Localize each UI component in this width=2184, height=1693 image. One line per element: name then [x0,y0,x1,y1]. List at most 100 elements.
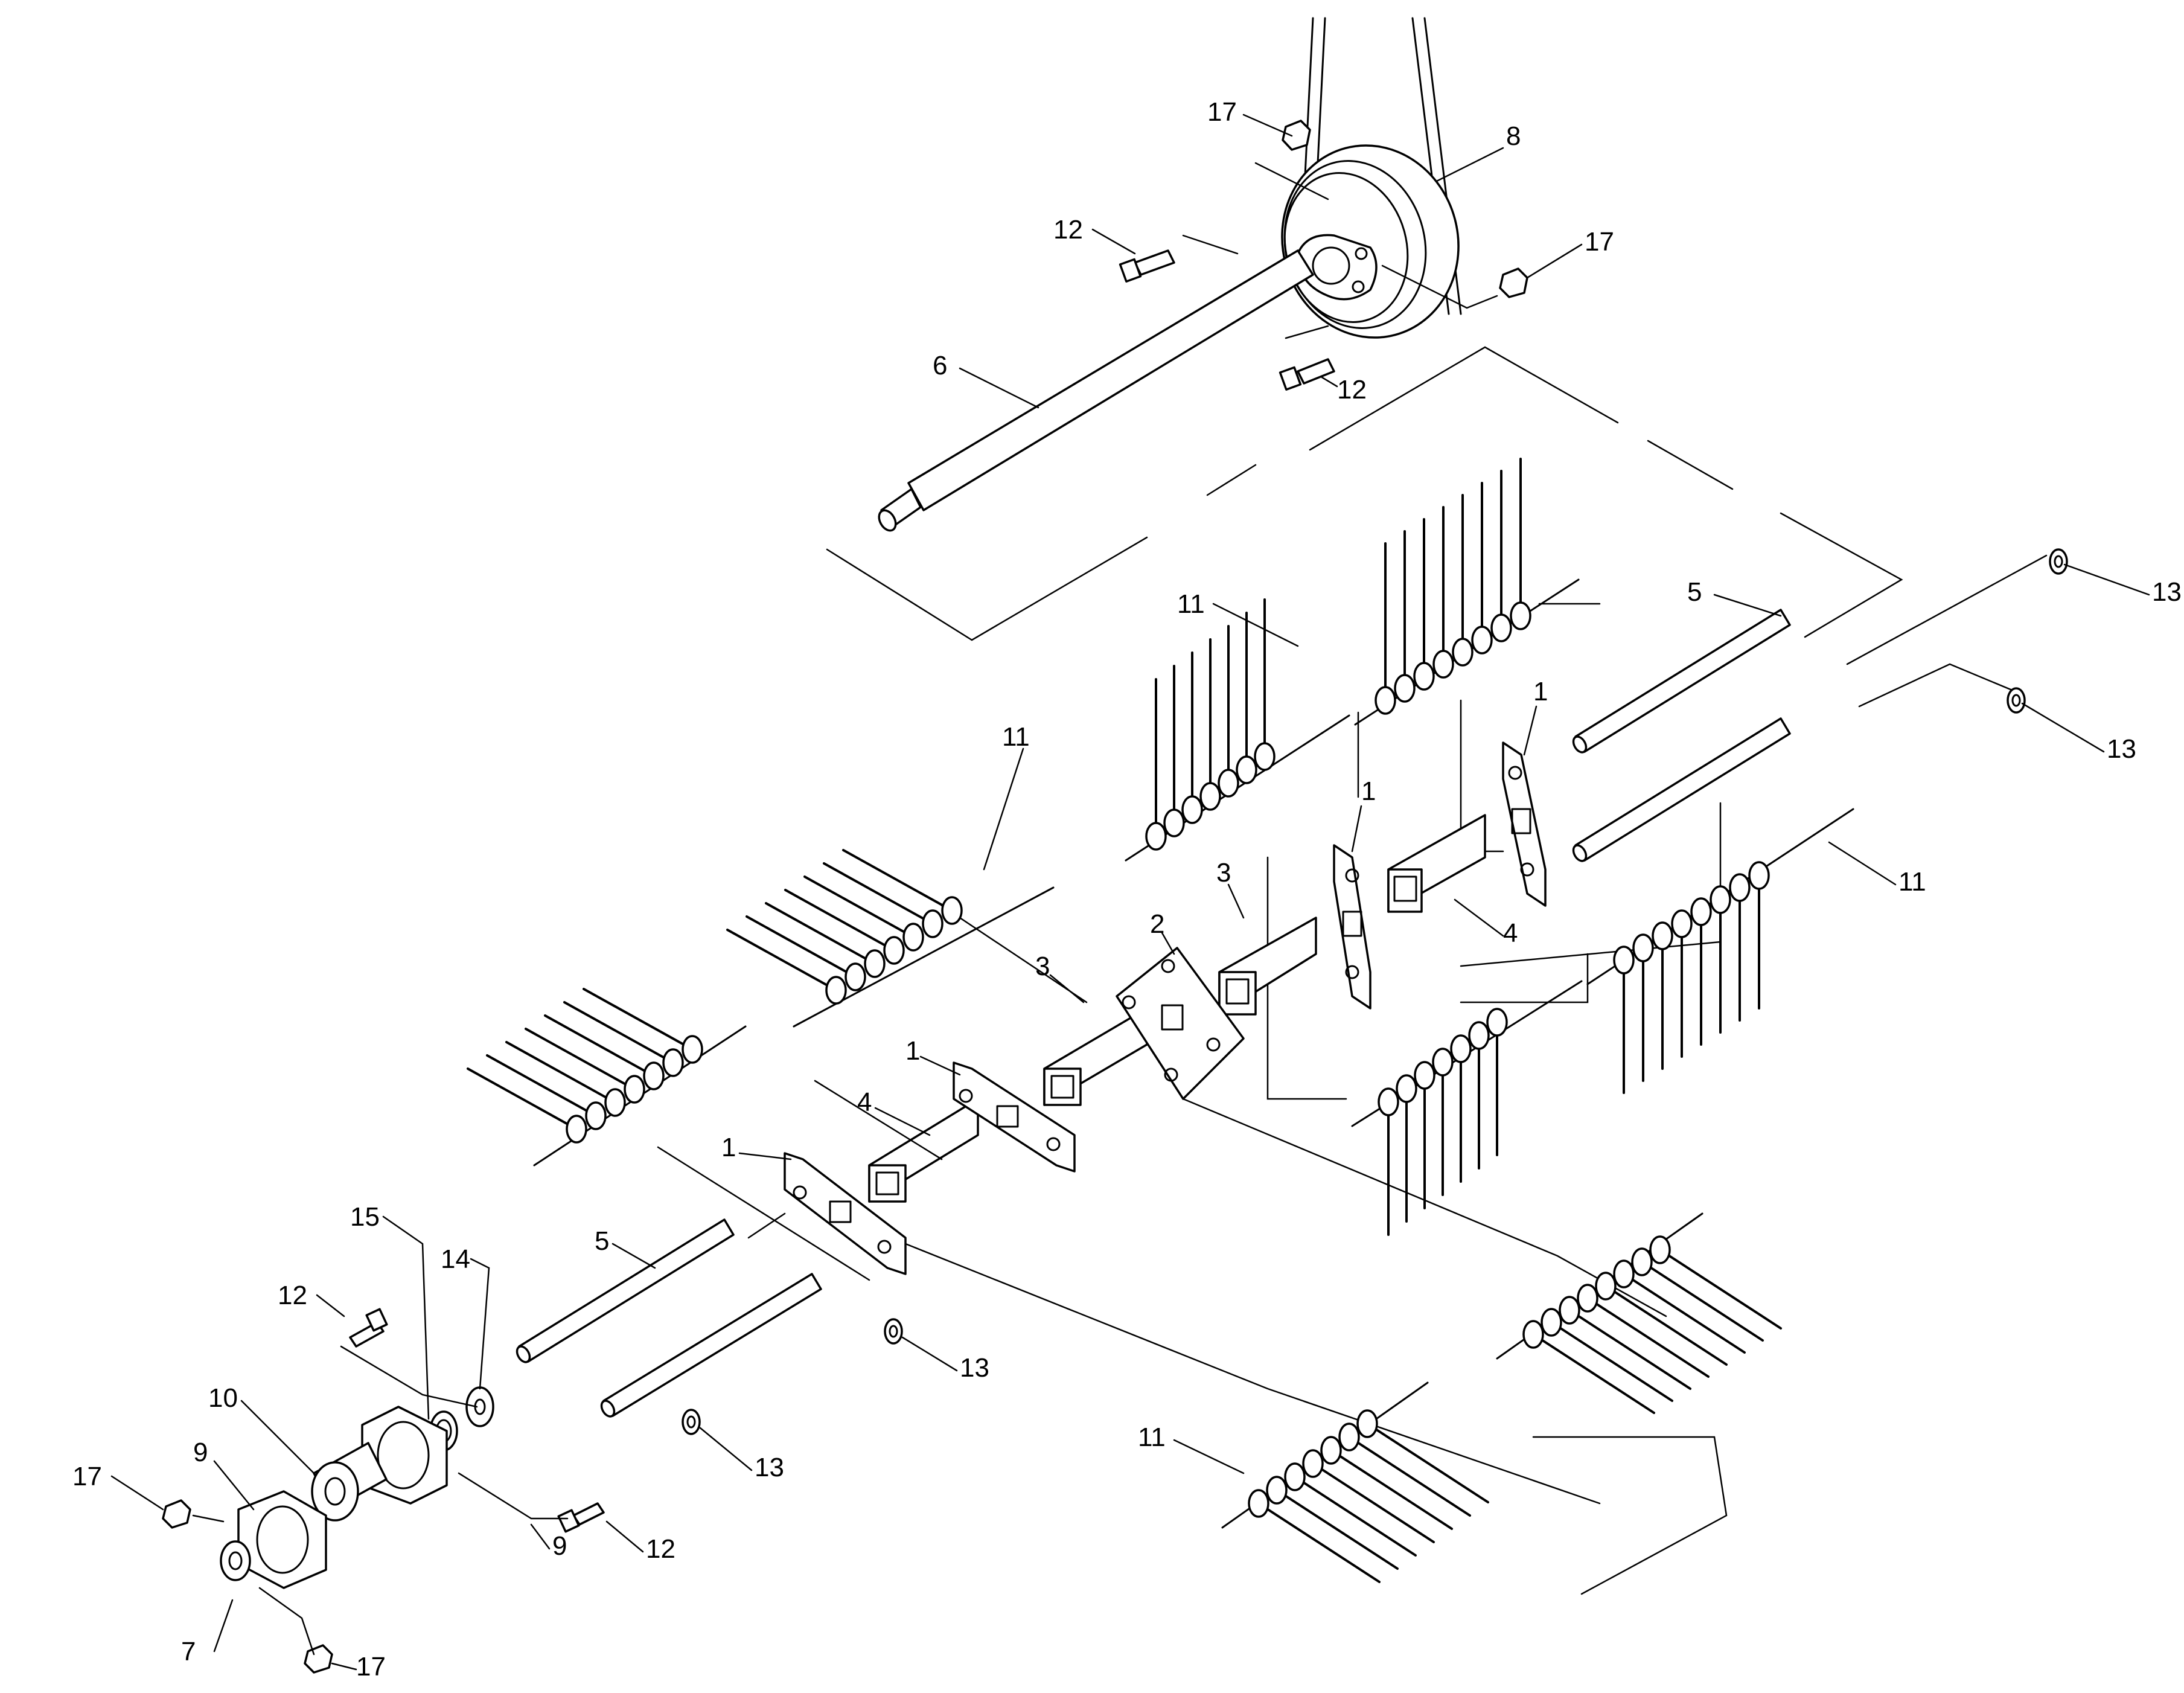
callout-number: 3 [1035,952,1050,981]
pulley-guide-line [1381,264,1498,309]
tine-coil [1471,626,1493,654]
tine-coil [1490,613,1512,642]
callout-number: 17 [356,1652,386,1682]
rod-left-upper [516,1218,735,1363]
callout-number: 2 [1150,909,1164,939]
mounting-plate-right [1502,741,1547,907]
axle-guide-line [747,1212,786,1239]
tine [467,1067,578,1130]
tine-bar-upper-left-a [467,988,747,1167]
callout-c1: 17 [1207,97,1293,137]
callout-leader [470,1258,490,1390]
callout-leader [1242,114,1293,137]
axle-guide-line [1532,1436,1728,1595]
callout-leader [382,1215,430,1420]
tine-coil [1613,946,1635,975]
square-tube-right [1387,814,1486,913]
callout-leader [983,747,1024,871]
callout-c27: 10 [208,1383,315,1474]
tine [1294,1476,1417,1557]
bearing-bolt-upper [349,1308,388,1348]
tine [486,1054,597,1117]
tine-coil [845,962,866,991]
washer-left-upper [884,1318,903,1345]
callout-number: 11 [1138,1423,1166,1452]
washer-left-lower [682,1409,701,1435]
diamond-plate [1116,947,1245,1100]
tine-coil [1394,674,1416,703]
callout-number: 11 [1898,867,1926,897]
tine [1330,1449,1453,1530]
drive-pulley [1281,144,1460,339]
tine-coil [1632,933,1654,962]
callout-number: 1 [905,1036,920,1066]
tine-coil [1450,1034,1472,1063]
axle-guide-line [814,1080,943,1160]
tine [1257,1502,1381,1583]
callout-c21: 1 [721,1133,792,1162]
tine-coil [1432,650,1454,679]
tine-coil [1649,1235,1671,1264]
pulley-bolt-lower [1279,358,1335,391]
bearing-flange-left [237,1490,327,1589]
callout-c31: 12 [605,1520,675,1564]
callout-number: 1 [721,1133,736,1162]
tine-coil [825,976,847,1005]
square-tube-upper [1218,917,1317,1016]
tine-coil [1652,921,1673,950]
axle-guide-line [940,904,1088,1003]
callout-number: 7 [181,1637,196,1666]
callout-leader [1454,898,1504,937]
callout-leader [1523,705,1537,756]
callout-number: 12 [1053,215,1083,245]
callout-c5: 6 [933,351,1039,409]
callout-leader [2063,563,2150,596]
tine [1312,1462,1435,1543]
tine-coil [624,1075,645,1104]
callout-leader [1173,1439,1245,1474]
callout-c15: 11 [1828,841,1926,897]
callout-number: 12 [646,1534,675,1564]
callout-leader [1227,883,1245,919]
tine-bar-groups [467,458,1854,1583]
callout-number: 13 [2152,577,2182,607]
tine-bar-right-a [1351,980,1583,1236]
callout-number: 1 [1361,776,1376,806]
callout-leader [874,1107,931,1136]
tine [1659,1249,1782,1330]
tine-coil [1729,873,1751,902]
callout-c11: 1 [1523,677,1548,756]
tine-coil [1356,1409,1378,1438]
tine [505,1041,616,1104]
tine-coil [1163,808,1185,837]
bearing-nut-left [162,1499,191,1529]
tine-coil [1338,1423,1360,1451]
callout-leader [1526,243,1583,279]
tine-coil [1254,742,1276,771]
callout-leader [1321,376,1338,388]
tine-coil [1414,1061,1435,1090]
tine-coil [604,1088,626,1117]
mounting-plate-left [784,1152,907,1275]
callout-number: 4 [857,1087,872,1117]
washer-right-middle [2007,687,2026,714]
assembly-guide-line [1460,953,1589,1003]
tine-coil [1541,1308,1562,1337]
callout-c25: 12 [278,1281,345,1317]
tine [544,1014,655,1077]
callout-leader [110,1475,164,1511]
tine-coil [1577,1284,1598,1313]
assembly-guide-line [1206,464,1257,496]
tine-coil [1559,1296,1580,1325]
bearing-guide-line [192,1514,225,1523]
tine-coil [941,896,963,925]
callout-number: 14 [441,1244,470,1274]
tine-coil [682,1035,703,1064]
rod-right-lower [1572,717,1791,862]
tine [765,902,876,965]
tine [803,875,915,938]
callout-c34: 7 [181,1599,234,1666]
tine [823,862,934,925]
tine-coil [1468,1021,1490,1050]
tine-coil [1748,861,1770,890]
